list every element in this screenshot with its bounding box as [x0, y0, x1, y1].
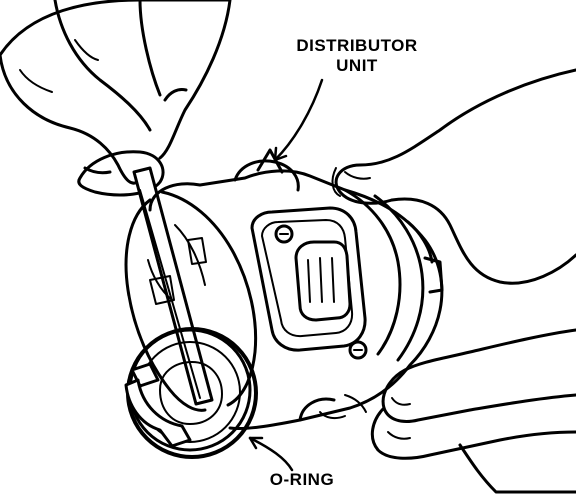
distributor-body [148, 148, 444, 430]
o-ring-leader-line [248, 436, 294, 472]
distributor-leader-arrowhead [273, 146, 288, 162]
right-hand [331, 68, 576, 494]
o-ring-label: O-RING [269, 470, 335, 489]
distributor-label-line1: DISTRIBUTOR [296, 36, 418, 55]
distributor-unit-label: DISTRIBUTOR UNIT [282, 36, 432, 75]
distributor-label-line2: UNIT [336, 55, 378, 75]
flange [124, 190, 258, 412]
left-hand [0, 0, 232, 197]
leader-lines [248, 78, 324, 472]
connector [250, 206, 368, 360]
shaft-end [124, 327, 258, 459]
distributor-leader-line [273, 78, 324, 162]
o-ring-leader-arrowhead [248, 436, 264, 450]
screwdriver [132, 166, 214, 406]
